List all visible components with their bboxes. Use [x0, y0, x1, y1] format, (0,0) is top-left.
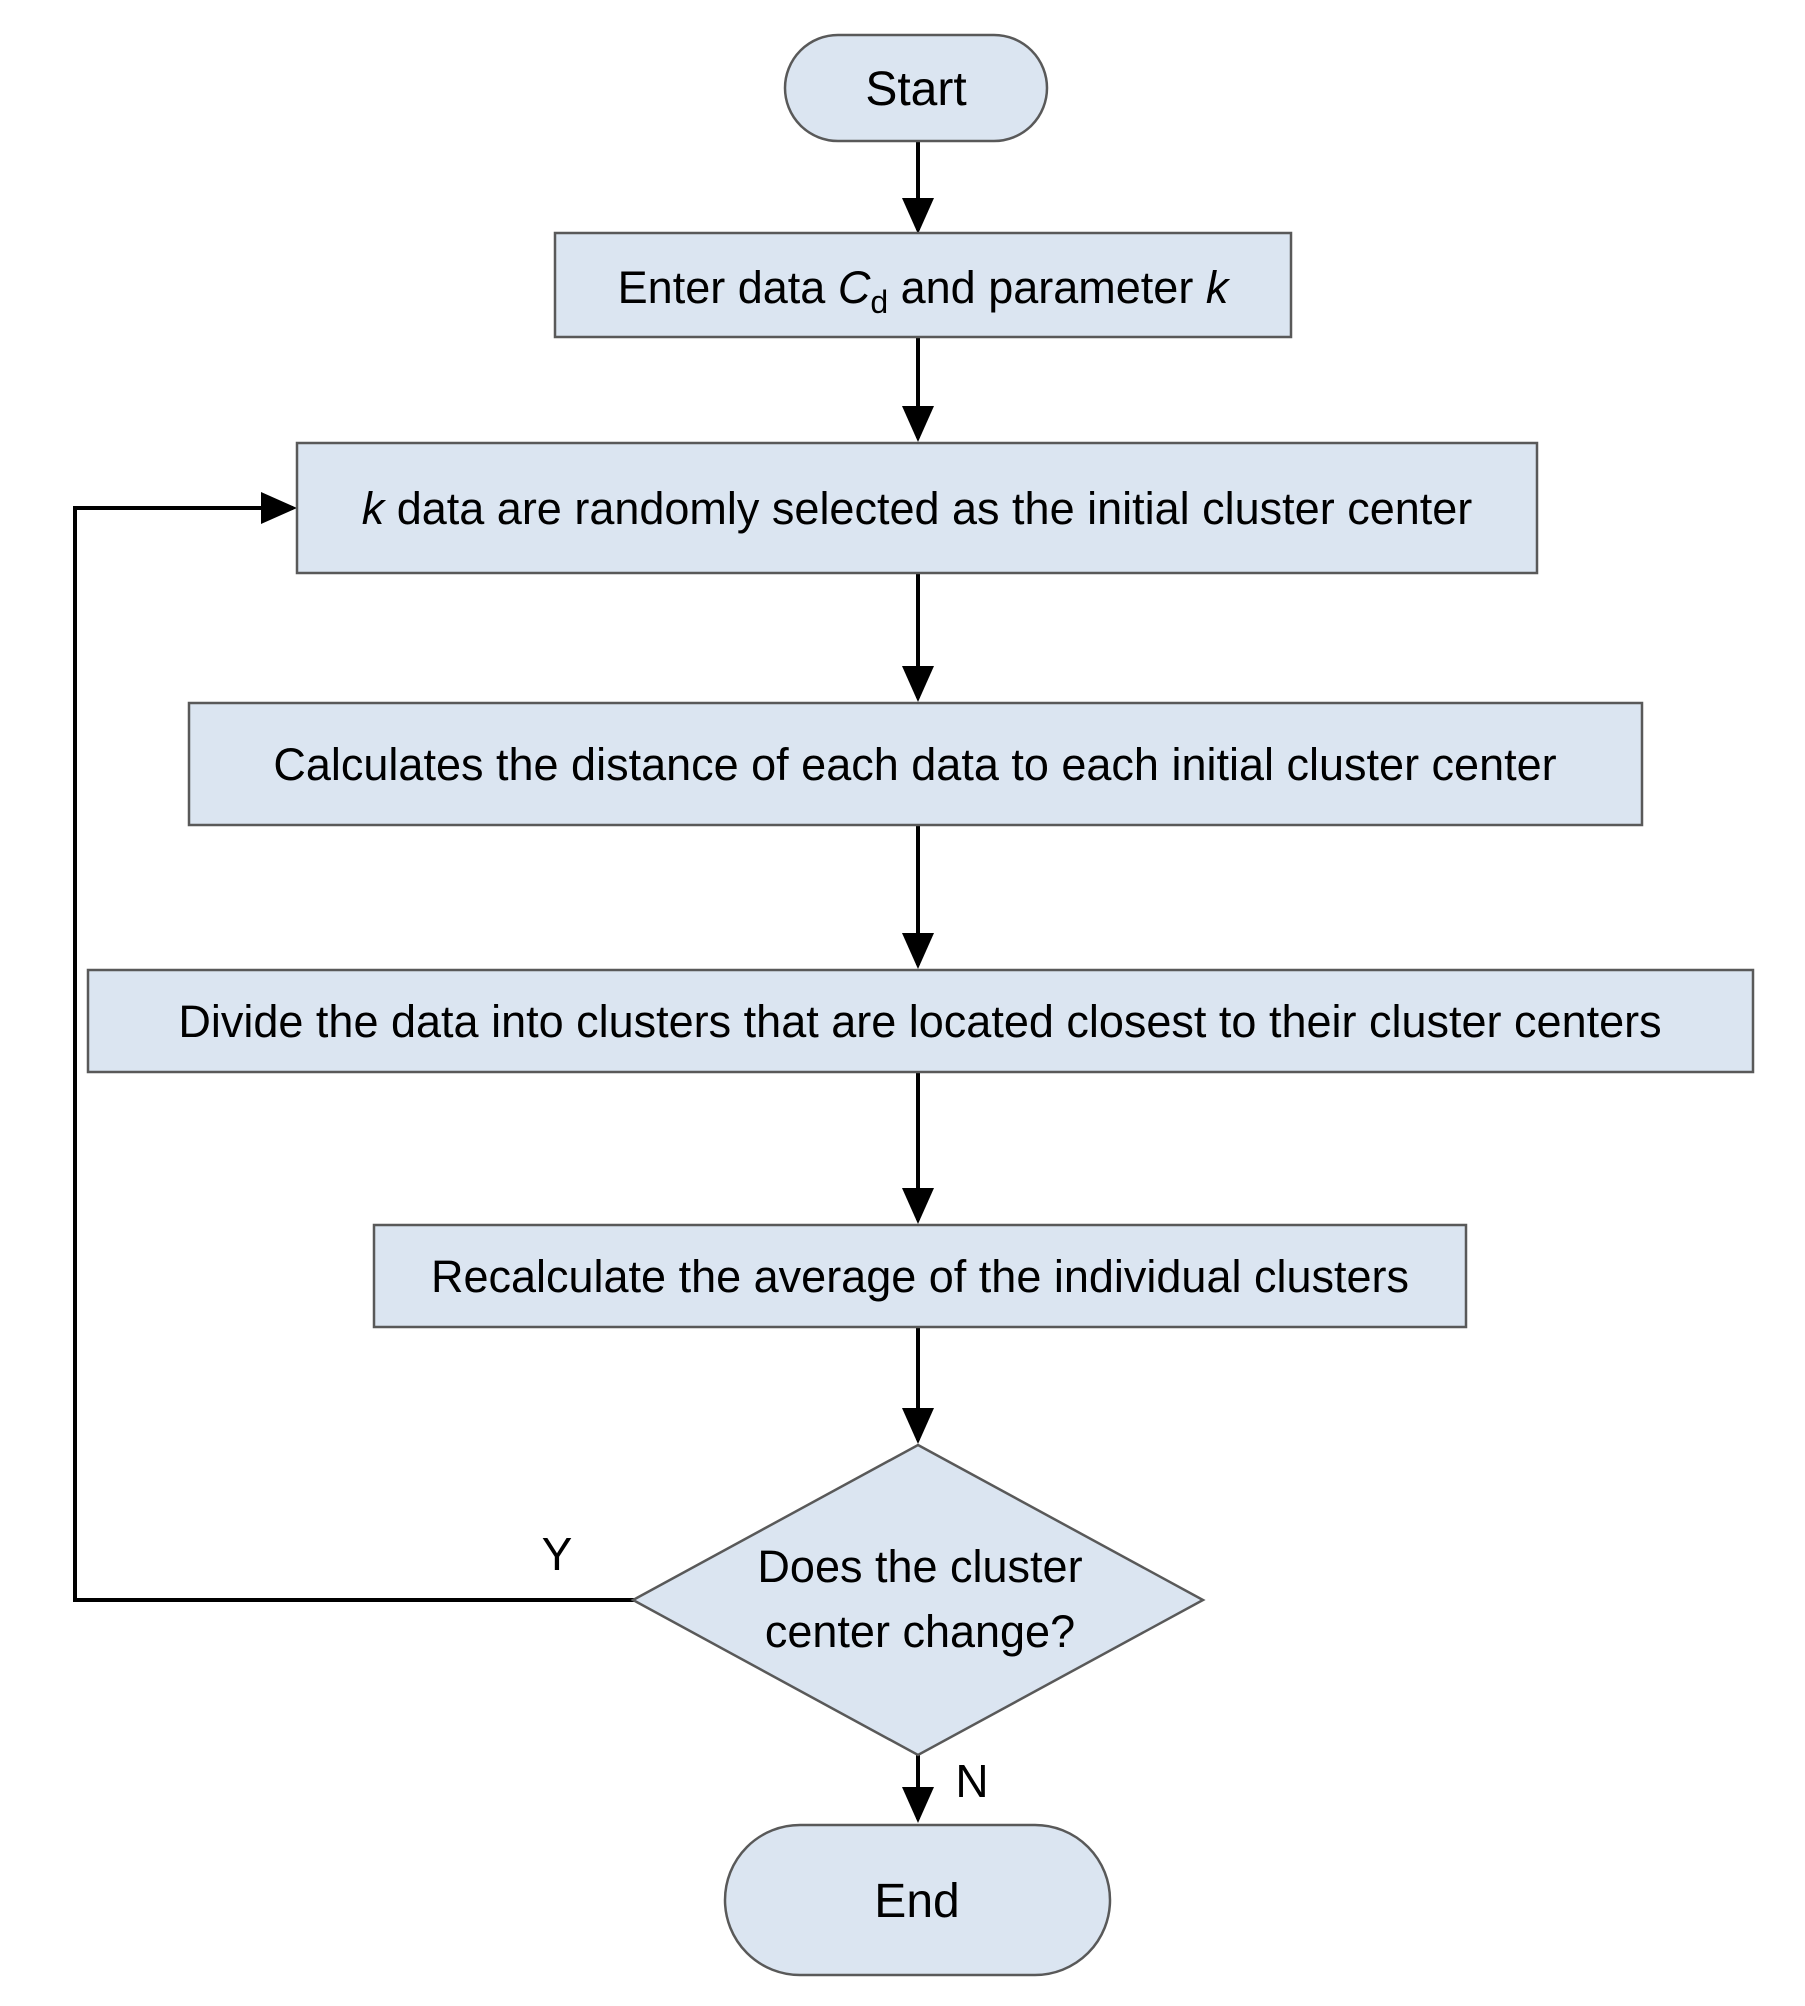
enter-data-text-middle: and parameter — [888, 262, 1206, 313]
end-node — [723, 1823, 1112, 1977]
divide-clusters-node — [86, 968, 1755, 1074]
recalc-average-node — [372, 1223, 1468, 1329]
decision-node — [630, 1443, 1206, 1757]
edges-layer — [73, 141, 934, 1823]
nodes-layer — [86, 33, 1755, 1977]
end-label: End — [874, 1875, 959, 1928]
enter-data-node — [553, 231, 1293, 339]
variable-c: C — [838, 262, 871, 313]
yes-branch-label: Y — [542, 1528, 573, 1580]
no-branch-label: N — [955, 1755, 988, 1807]
select-centers-label: k data are randomly selected as the init… — [362, 483, 1473, 534]
select-centers-node — [295, 441, 1539, 575]
labels-layer: Start Enter data Cd and parameter k k da… — [178, 63, 1661, 1928]
variable-k: k — [1206, 262, 1231, 313]
calc-distance-node — [187, 701, 1644, 827]
edge-loop-yes-back-to-select — [73, 492, 635, 1602]
select-centers-text: data are randomly selected as the initia… — [384, 483, 1472, 534]
start-node — [783, 33, 1049, 143]
enter-data-label: Enter data Cd and parameter k — [618, 262, 1231, 320]
enter-data-text: Enter data — [618, 262, 838, 313]
recalc-average-label: Recalculate the average of the individua… — [431, 1251, 1409, 1302]
start-label: Start — [865, 63, 966, 116]
calc-distance-label: Calculates the distance of each data to … — [273, 739, 1556, 790]
variable-k: k — [362, 483, 387, 534]
decision-label-line2: center change? — [765, 1606, 1075, 1657]
divide-clusters-label: Divide the data into clusters that are l… — [178, 996, 1661, 1047]
variable-c-subscript: d — [870, 284, 888, 320]
decision-label-line1: Does the cluster — [757, 1541, 1082, 1592]
